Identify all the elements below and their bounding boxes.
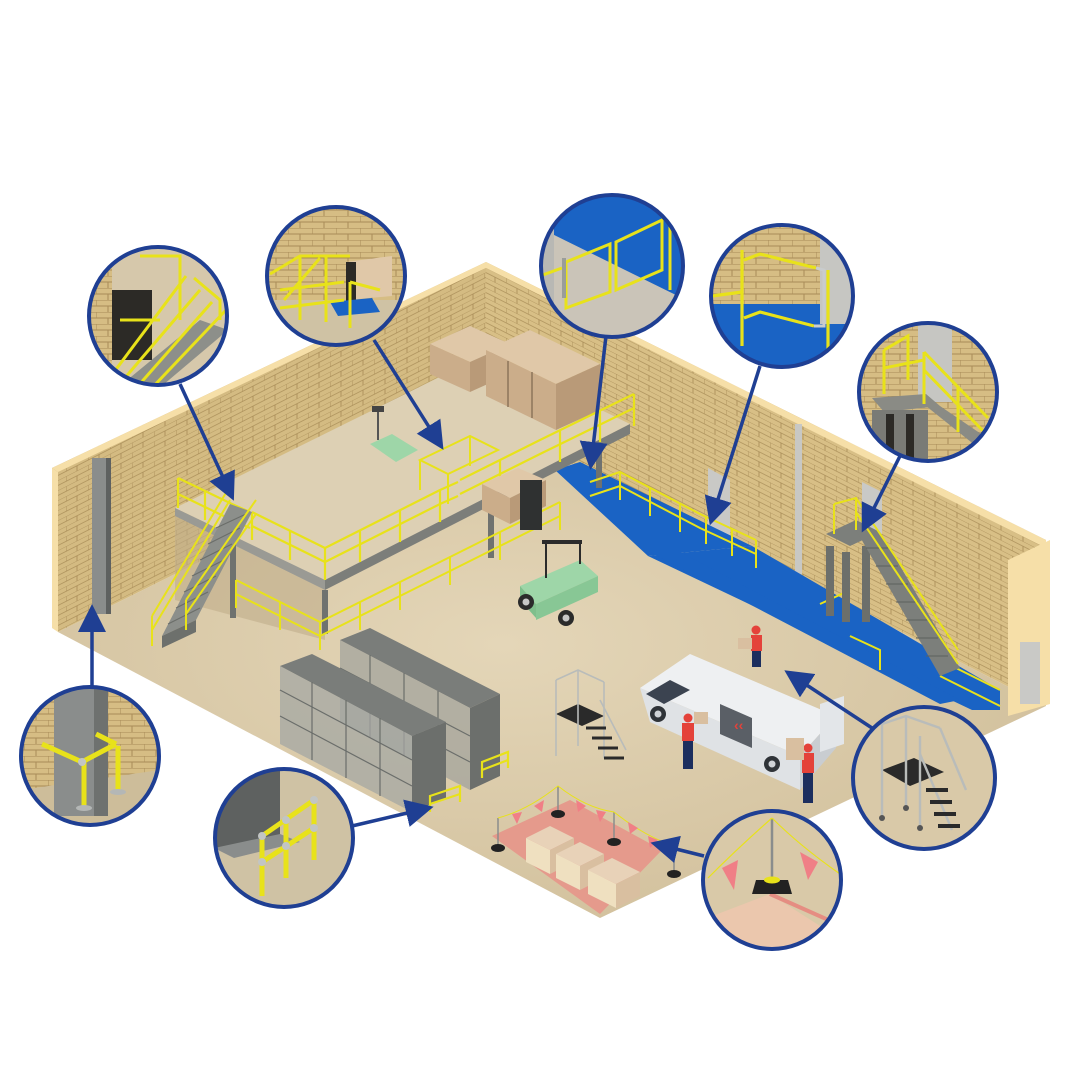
stored-pallets [430, 326, 600, 430]
mezzanine-staircase [151, 485, 257, 648]
shelving-racks [279, 628, 510, 812]
wall-column [92, 458, 106, 614]
side-door [1020, 642, 1040, 704]
callout-double-swing-gate[interactable] [539, 193, 686, 340]
callout-mobile-platform[interactable] [851, 705, 998, 852]
warehouse-workers [682, 625, 814, 803]
callout-ring [539, 193, 685, 339]
pedestrian-walkway [555, 462, 1000, 710]
callout-arrows [78, 335, 902, 863]
arrow-self-closing-gate [704, 365, 762, 526]
pallet-truck [370, 406, 418, 462]
arrow-mobile-platform [784, 670, 873, 730]
callout-pallet-gate[interactable] [265, 205, 407, 347]
callout-mezzanine-stair-railing[interactable] [87, 245, 229, 396]
callout-rack-end-barrier[interactable] [213, 767, 355, 909]
callout-column-protection[interactable] [19, 685, 161, 827]
mezzanine-pallet-gate [417, 434, 501, 504]
mobile-access-platform [555, 669, 627, 760]
arrow-wall-stair [861, 455, 902, 533]
callout-ring [851, 705, 997, 851]
arrow-mezzanine-stair [178, 383, 235, 501]
arrow-pallet-gate [372, 339, 444, 450]
callout-ring [19, 685, 161, 827]
callout-wall-stair-railing[interactable] [857, 321, 999, 463]
callout-self-closing-gate[interactable] [709, 223, 856, 370]
callout-ring [701, 809, 843, 951]
svg-text:‹‹: ‹‹ [734, 717, 744, 733]
callout-ring [87, 245, 229, 387]
callout-ring [709, 223, 855, 369]
callout-ring [213, 767, 355, 909]
arrow-rack-end [351, 799, 434, 828]
exclusion-zone [491, 785, 681, 914]
callout-barrier-post-pennant[interactable] [701, 809, 843, 951]
mezzanine [151, 326, 636, 650]
left-brick-wall [52, 262, 486, 632]
arrow-double-gate [579, 335, 608, 470]
arrow-barrier-post [650, 835, 705, 863]
forklift [482, 468, 598, 626]
zone-pallets [526, 826, 640, 908]
callout-ring [265, 205, 407, 347]
callout-ring [857, 321, 999, 463]
